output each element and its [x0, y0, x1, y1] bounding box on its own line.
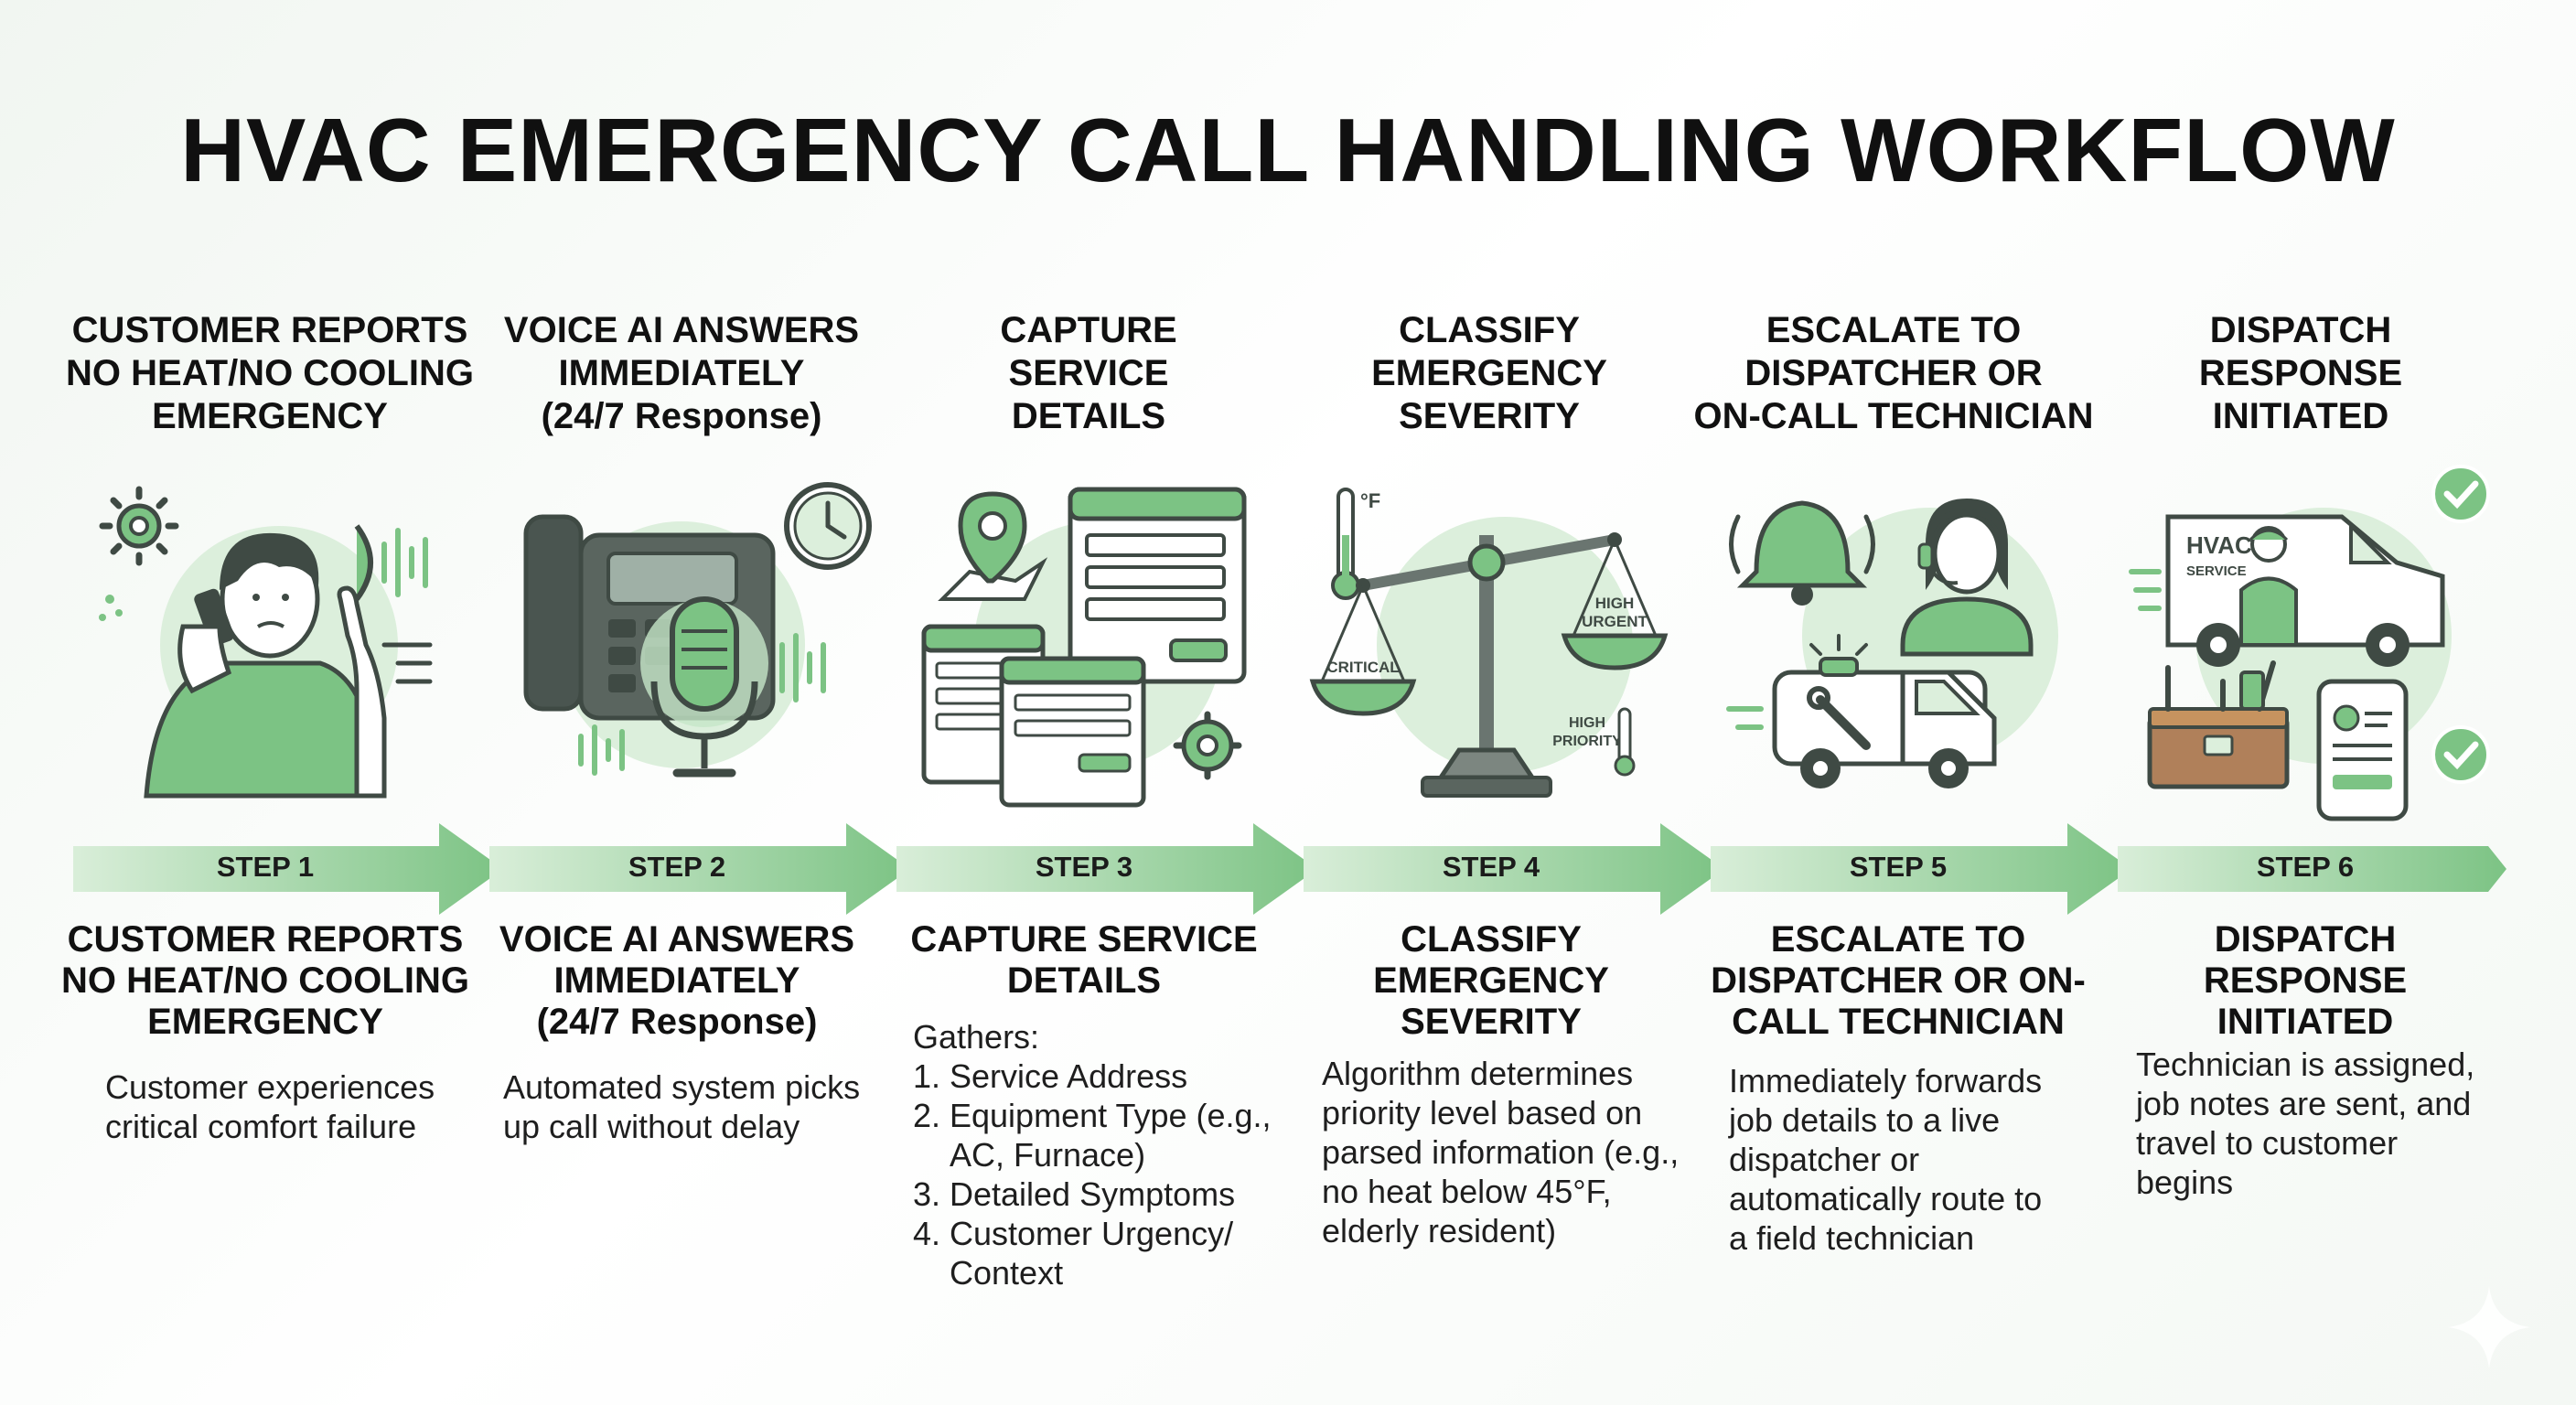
- service-van-toolbox-icon: HVAC SERVICE: [2129, 462, 2516, 821]
- step-6-top-title: DISPATCH RESPONSE INITIATED: [2198, 310, 2403, 436]
- step-2-bottom-title: VOICE AI ANSWERS IMMEDIATELY (24/7 Respo…: [499, 919, 855, 1042]
- step-3-bottom-title: CAPTURE SERVICE DETAILS: [910, 919, 1258, 1001]
- person-on-phone-icon: [82, 462, 467, 810]
- van-label-hvac: HVAC: [2186, 531, 2252, 559]
- phone-microphone-icon: [499, 462, 883, 810]
- list-item: Equipment Type (e.g., AC, Furnace): [950, 1096, 1297, 1174]
- step-2-label: STEP 2: [628, 851, 726, 883]
- forms-location-icon: [906, 462, 1290, 810]
- step-3-description-intro: Gathers:: [913, 1018, 1040, 1056]
- van-label-service: SERVICE: [2186, 563, 2247, 579]
- step-6-label: STEP 6: [2256, 851, 2355, 883]
- step-5-arrow: [1711, 823, 2131, 915]
- step-3-label: STEP 3: [1035, 851, 1133, 883]
- list-item: Detailed Symptoms: [950, 1174, 1297, 1214]
- step-1-label: STEP 1: [216, 851, 315, 883]
- step-1-bottom-title: CUSTOMER REPORTS NO HEAT/NO COOLING EMER…: [61, 919, 469, 1042]
- step-1-arrow: [73, 823, 503, 915]
- list-item: Customer Urgency/ Context: [950, 1214, 1297, 1292]
- step-1-description: Customer experiences critical comfort fa…: [105, 1068, 435, 1145]
- high-priority-label-bottom: PRIORITY: [1552, 734, 1622, 749]
- high-priority-label-top: HIGH: [1569, 715, 1605, 731]
- high-label: HIGH: [1595, 595, 1635, 612]
- page-title: HVAC EMERGENCY CALL HANDLING WORKFLOW: [180, 100, 2396, 200]
- step-6-arrow: [2118, 846, 2506, 892]
- sparkle-icon: [2448, 1286, 2530, 1368]
- step-4-arrow: [1304, 823, 1724, 915]
- step-5-top-title: ESCALATE TO DISPATCHER OR ON-CALL TECHNI…: [1693, 310, 2094, 436]
- list-item: Service Address: [950, 1056, 1297, 1096]
- step-5-bottom-title: ESCALATE TO DISPATCHER OR ON- CALL TECHN…: [1711, 919, 2086, 1042]
- step-3-description: Gathers: Service Address Equipment Type …: [913, 1017, 1297, 1292]
- dispatcher-van-icon: [1720, 462, 2104, 810]
- step-4-bottom-title: CLASSIFY EMERGENCY SEVERITY: [1373, 919, 1609, 1042]
- thermo-unit-label: °F: [1360, 489, 1380, 512]
- step-5-description: Immediately forwards job details to a li…: [1729, 1062, 2043, 1257]
- step-3-description-list: Service Address Equipment Type (e.g., AC…: [913, 1056, 1297, 1292]
- step-3-arrow: [896, 823, 1317, 915]
- step-4-description: Algorithm determines priority level base…: [1322, 1055, 1680, 1249]
- step-1-top-title: CUSTOMER REPORTS NO HEAT/NO COOLING EMER…: [66, 310, 474, 436]
- critical-label: CRITICAL: [1326, 659, 1399, 676]
- step-2-arrow: [489, 823, 910, 915]
- step-4-top-title: CLASSIFY EMERGENCY SEVERITY: [1371, 310, 1607, 436]
- step-5-label: STEP 5: [1849, 851, 1948, 883]
- step-6-description: Technician is assigned, job notes are se…: [2136, 1046, 2475, 1201]
- workflow-arrow-bar: [73, 823, 2506, 915]
- step-6-bottom-title: DISPATCH RESPONSE INITIATED: [2203, 919, 2408, 1042]
- step-3-top-title: CAPTURE SERVICE DETAILS: [1000, 310, 1177, 436]
- scale-icon: °F CRITICAL HIGH URGENT HIGH PRIORITY: [1309, 462, 1697, 810]
- urgent-label: URGENT: [1582, 613, 1648, 630]
- step-2-top-title: VOICE AI ANSWERS IMMEDIATELY (24/7 Respo…: [503, 310, 860, 436]
- step-2-description: Automated system picks up call without d…: [503, 1068, 861, 1145]
- step-4-label: STEP 4: [1442, 851, 1540, 883]
